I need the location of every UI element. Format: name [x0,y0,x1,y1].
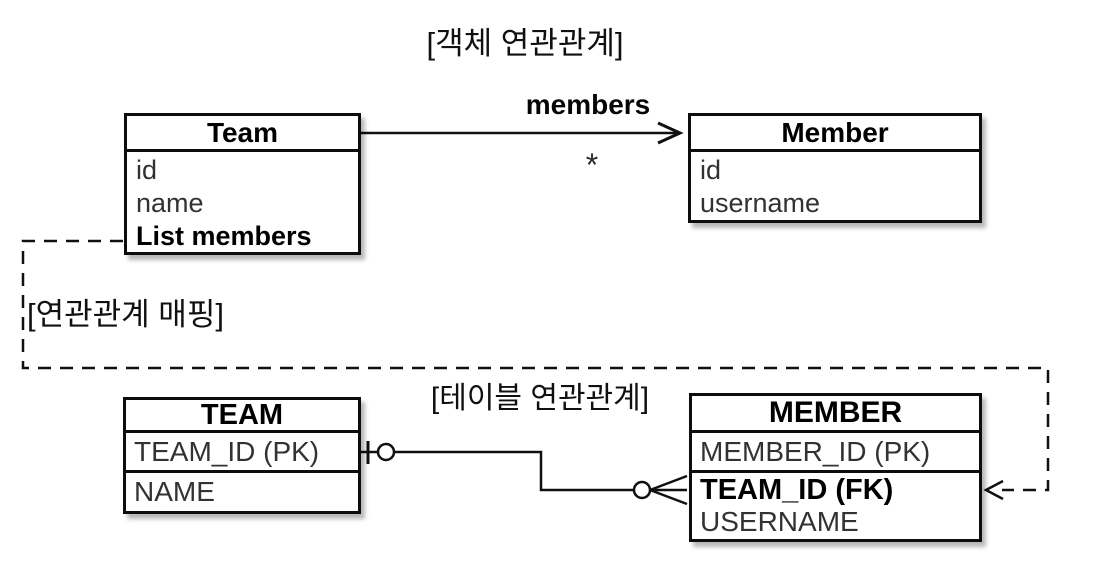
multiplicity-star: * [585,147,599,183]
team-table-col-name: NAME [134,476,215,507]
member-class-body: id username [691,152,979,220]
crow-foot-icon [649,474,688,506]
member-table-box: MEMBER MEMBER_ID (PK) TEAM_ID (FK) USERN… [689,393,982,542]
team-class-box: Team id name List members [124,113,361,255]
team-table-title: TEAM [126,400,358,433]
team-class-title: Team [127,116,358,152]
team-class-body: id name List members [127,152,358,253]
member-table-title: MEMBER [692,396,979,433]
object-section-title: [객체 연관관계] [426,26,624,61]
association-label: members [525,89,651,120]
team-field-name: name [136,188,204,218]
team-field-id: id [136,155,158,185]
member-table-fk-cell: TEAM_ID (FK) USERNAME [692,473,979,538]
member-class-box: Member id username [688,113,982,223]
zero-circle-member-side-icon [632,480,652,500]
member-class-title: Member [691,116,979,152]
member-table-col-member-id: MEMBER_ID (PK) [692,433,979,473]
team-field-list-members: List members [136,221,312,251]
member-table-col-team-id: TEAM_ID (FK) [700,474,894,506]
dashed-arrowhead-icon [983,479,1004,501]
zero-circle-team-side-icon [376,442,396,462]
mapping-label: [연관관계 매핑] [27,297,224,332]
member-field-id: id [700,155,722,185]
member-table-col-username: USERNAME [700,506,859,537]
team-table-box: TEAM TEAM_ID (PK) NAME [123,397,361,514]
arrowhead-icon [657,121,684,145]
object-association-line [361,121,684,145]
mapping-dashed-connector [21,239,1050,501]
team-table-col-team-id: TEAM_ID (PK) [126,433,358,473]
table-relationship-line [361,441,688,506]
member-field-username: username [700,188,821,218]
table-section-title: [테이블 연관관계] [430,382,650,415]
